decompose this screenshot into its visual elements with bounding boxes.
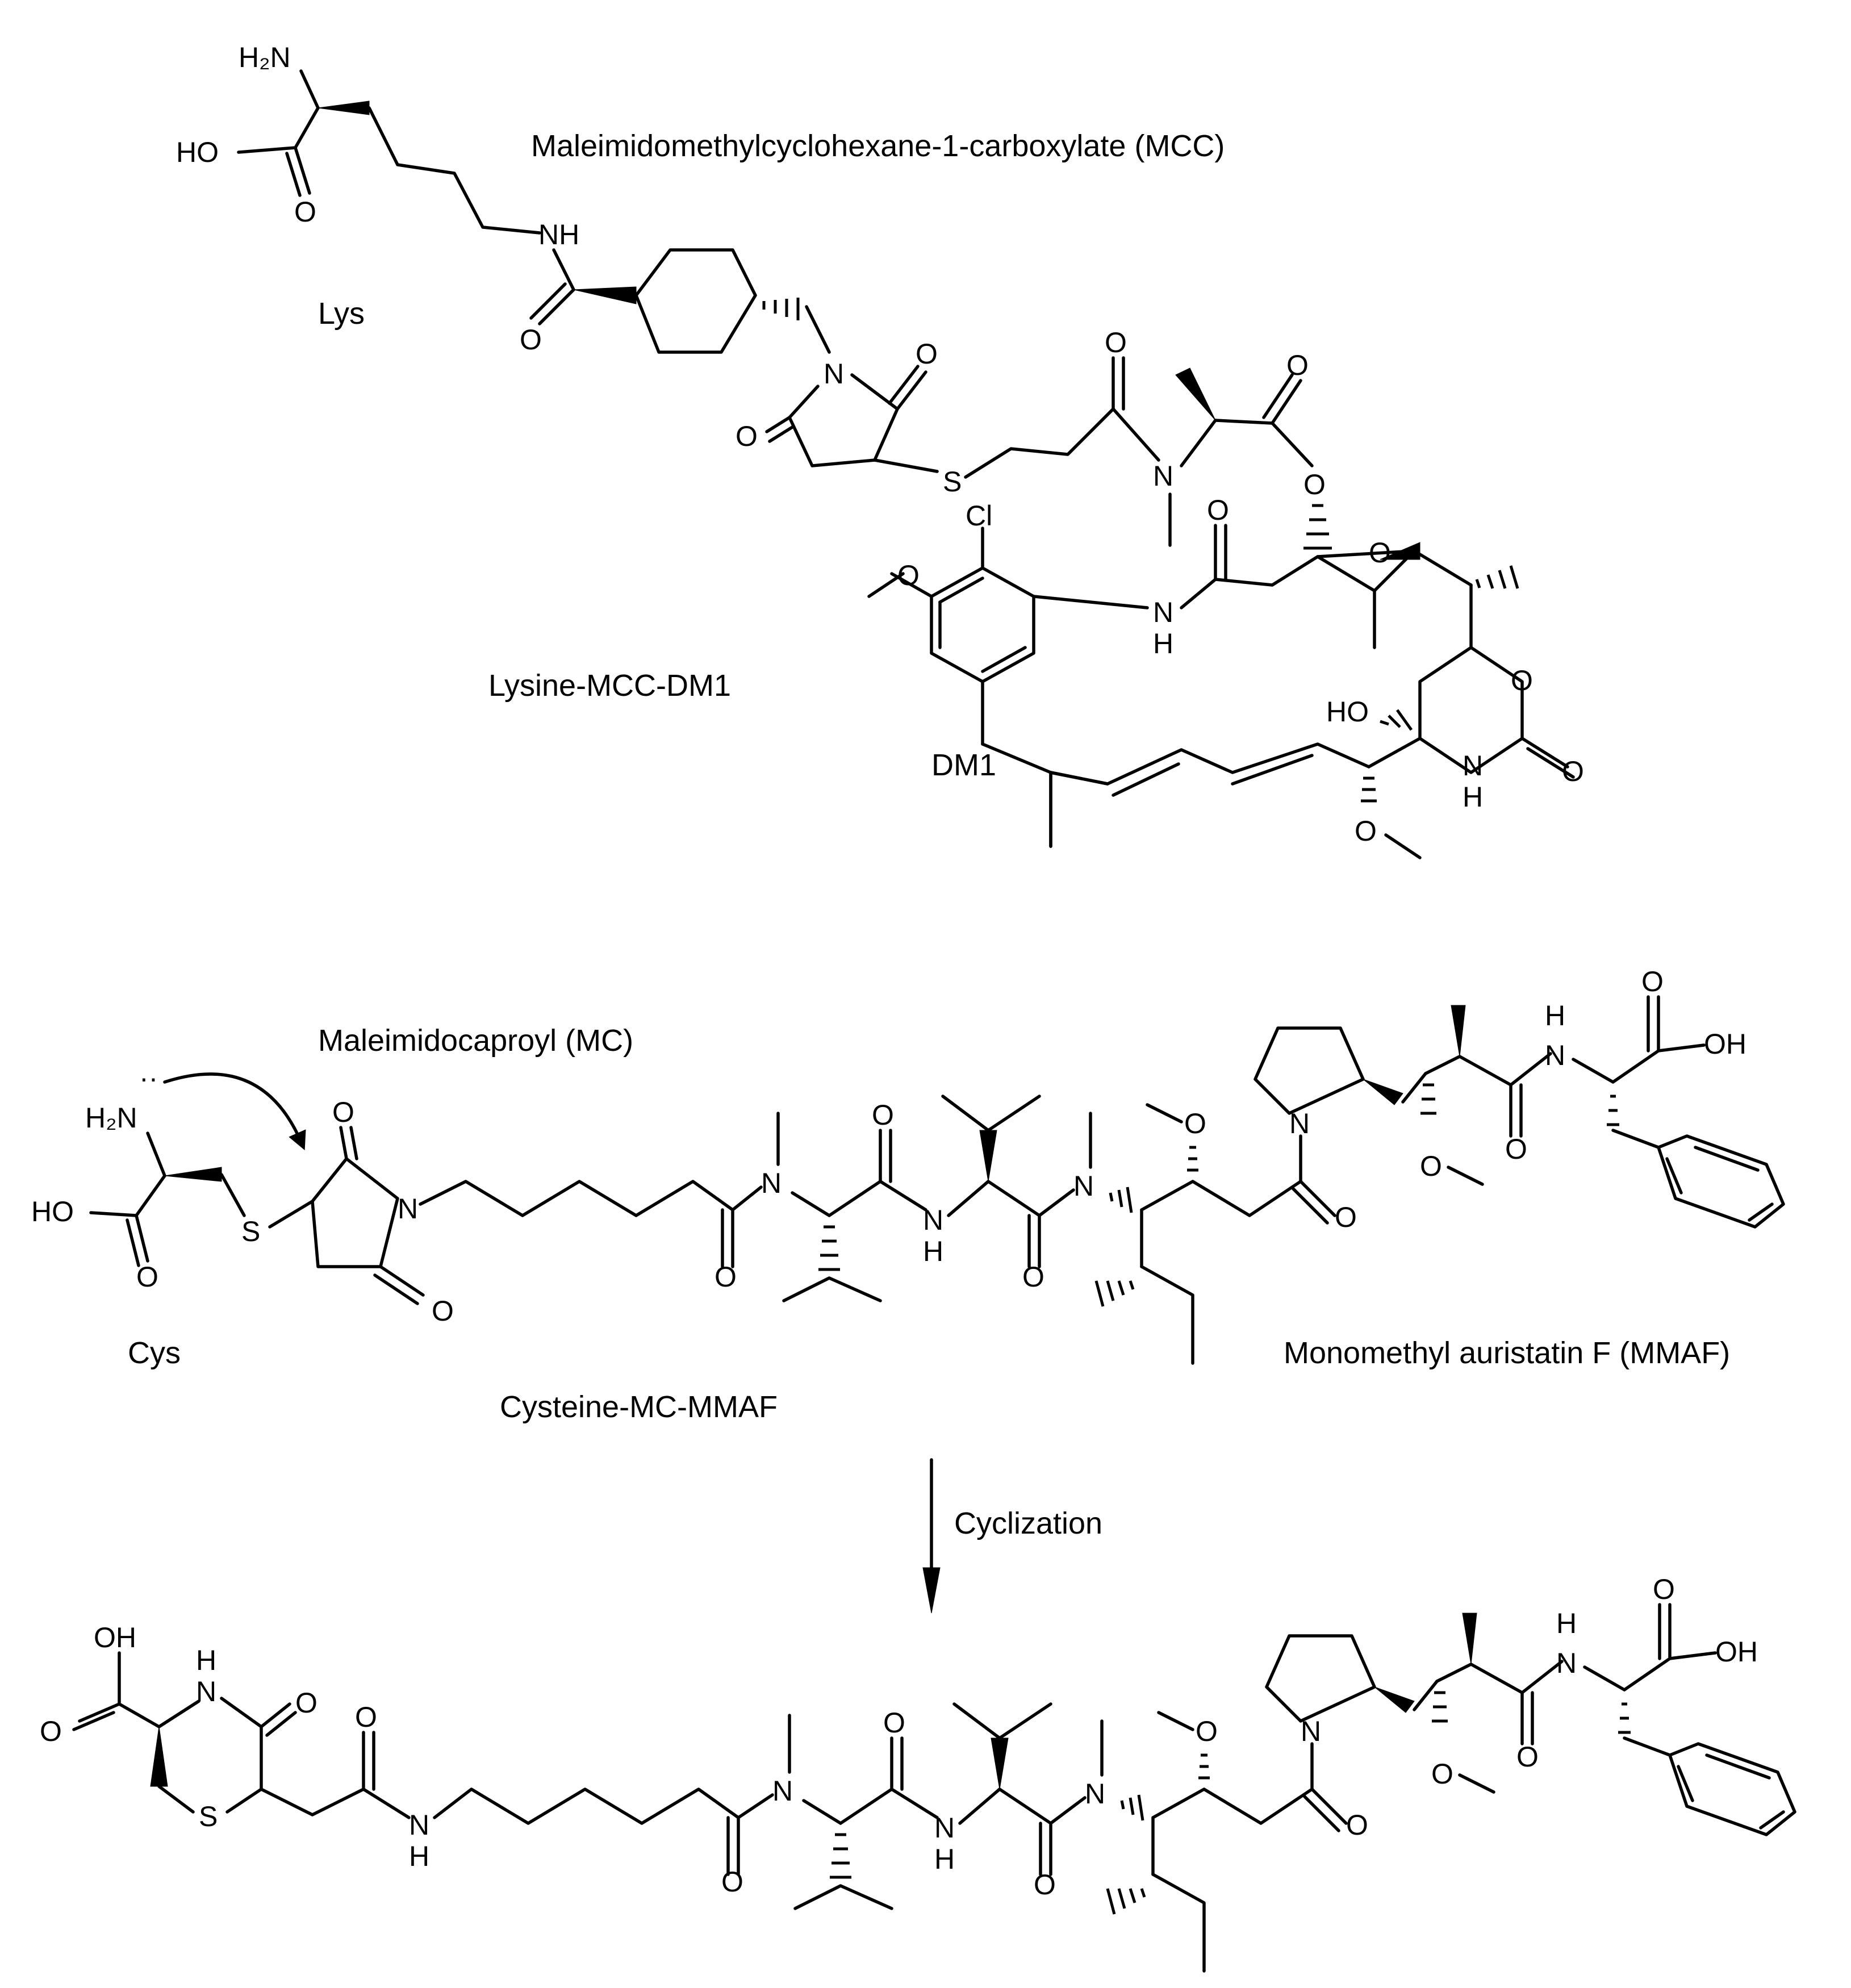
succinimide-ring-top: N O O S Maleimidomethylcyclohexane-1-car… bbox=[531, 129, 1225, 498]
product-n-methyl-2-label: N bbox=[1085, 1778, 1105, 1810]
caproyl-oxygen-label: O bbox=[715, 1261, 737, 1293]
ester-carbonyl-oxygen-label: O bbox=[1286, 349, 1309, 381]
val-nh-h-label: H bbox=[923, 1235, 943, 1267]
product-caproyl-oxygen-label: O bbox=[721, 1866, 743, 1898]
imide-nitrogen-label: N bbox=[824, 358, 844, 390]
cyclization-label: Cyclization bbox=[954, 1506, 1102, 1540]
epoxide-oxygen-label: O bbox=[1369, 537, 1391, 569]
phe-nh-h-label: H bbox=[1545, 1000, 1565, 1031]
imide-oxygen-1-label: O bbox=[916, 338, 938, 370]
cysteine-sulfur-label: S bbox=[241, 1216, 260, 1247]
dap-carbonyl-oxygen-label: O bbox=[1505, 1133, 1527, 1165]
val-nh-n-label: N bbox=[923, 1204, 943, 1236]
carbamate-ring-oxygen-label: O bbox=[1511, 665, 1533, 696]
val-oxygen-label: O bbox=[1022, 1261, 1044, 1293]
mmaf-n-methyl-2-label: N bbox=[1073, 1170, 1094, 1202]
carbamate-h-label: H bbox=[1463, 781, 1483, 813]
product-val-nh-h-label: H bbox=[934, 1843, 955, 1875]
product-meval-oxygen-label: O bbox=[883, 1707, 905, 1739]
product-hydroxyl-label: OH bbox=[94, 1622, 136, 1653]
product-phe-nh-n-label: N bbox=[1556, 1647, 1577, 1679]
thioether-sulfur-label: S bbox=[943, 466, 962, 498]
cysteine-mc-mmaf-structure: Maleimidocaproyl (MC) ·· H₂N S HO O Cys … bbox=[31, 966, 1785, 1424]
imide-oxygen-2-label: O bbox=[736, 420, 758, 452]
mc-imide-oxygen-1-label: O bbox=[332, 1096, 354, 1128]
dil-methoxy-oxygen-label: O bbox=[1184, 1108, 1206, 1139]
cysteine-carbonyl-oxygen-label: O bbox=[136, 1261, 158, 1293]
product-dap-carbonyl-oxygen-label: O bbox=[1516, 1741, 1539, 1773]
mc-imide-oxygen-2-label: O bbox=[432, 1295, 454, 1327]
phe-carbonyl-oxygen-label: O bbox=[1641, 966, 1664, 997]
mmaf-label: Monomethyl auristatin F (MMAF) bbox=[1284, 1336, 1730, 1370]
carbamate-carbonyl-oxygen-label: O bbox=[1562, 755, 1584, 787]
lysine-mcc-dm1-structure: H₂N HO O NH O Lys bbox=[176, 41, 1584, 859]
product-phe-carbonyl-oxygen-label: O bbox=[1653, 1573, 1675, 1605]
cyclized-product-structure: OH O N H O S O N H O N bbox=[40, 1573, 1796, 1973]
mc-label: Maleimidocaproyl (MC) bbox=[318, 1024, 633, 1058]
meval-oxygen-label: O bbox=[872, 1099, 894, 1131]
carboxyl-hydroxyl-label: HO bbox=[176, 136, 219, 168]
lone-pair-dots: ·· bbox=[139, 1062, 158, 1094]
dil-carbonyl-oxygen-label: O bbox=[1335, 1201, 1357, 1233]
ester-oxygen-label: O bbox=[1303, 469, 1326, 500]
carboxyl-oxygen-label: O bbox=[294, 196, 316, 228]
dm1-payload: O N H O O O N H HO bbox=[867, 494, 1584, 859]
cys-label: Cys bbox=[128, 1336, 181, 1370]
carbamate-nh-label: N bbox=[1463, 750, 1483, 782]
acetamide-nh-h-label: H bbox=[409, 1840, 429, 1872]
dap-methoxy-oxygen-label: O bbox=[1420, 1150, 1442, 1182]
acetamide-nh-n-label: N bbox=[409, 1809, 429, 1841]
ring-sulfur-label: S bbox=[199, 1801, 218, 1832]
cysteine-mc-mmaf-label: Cysteine-MC-MMAF bbox=[500, 1390, 778, 1424]
macrolactam-nh-label: N bbox=[1153, 596, 1173, 628]
cyclization-arrow: Cyclization bbox=[922, 1458, 1102, 1614]
mmaf-n-methyl-1-label: N bbox=[761, 1167, 782, 1199]
amide-nh-label: NH bbox=[538, 219, 579, 250]
mcc-label: Maleimidomethylcyclohexane-1-carboxylate… bbox=[531, 129, 1225, 163]
acetamide-oxygen-label: O bbox=[355, 1701, 377, 1733]
product-val-nh-n-label: N bbox=[934, 1812, 955, 1844]
methoxy-oxygen-dm1-label: O bbox=[1355, 815, 1377, 847]
amide-oxygen-top-label: O bbox=[1105, 327, 1127, 358]
ring-nh-n-label: N bbox=[196, 1676, 216, 1707]
phe-hydroxyl-label: OH bbox=[1704, 1028, 1746, 1060]
lysine-mcc-dm1-label: Lysine-MCC-DM1 bbox=[488, 669, 731, 703]
amide-nitrogen-top-label: N bbox=[1153, 460, 1173, 492]
ring-carbonyl-oxygen-label: O bbox=[295, 1687, 317, 1719]
product-phe-hydroxyl-label: OH bbox=[1715, 1636, 1758, 1668]
dm1-label: DM1 bbox=[931, 748, 996, 782]
lysine-residue: H₂N HO O NH O Lys bbox=[176, 41, 637, 356]
tertiary-hydroxyl-label: HO bbox=[1326, 696, 1369, 728]
product-val-oxygen-label: O bbox=[1034, 1869, 1056, 1901]
chlorine-label: Cl bbox=[966, 500, 992, 532]
cysteine-hydroxyl-label: HO bbox=[31, 1196, 74, 1227]
mealanine-chain: O N O O bbox=[964, 327, 1326, 547]
amide-oxygen-label: O bbox=[520, 324, 542, 356]
product-carboxyl-oxygen-label: O bbox=[40, 1715, 62, 1747]
amine-group-label: H₂N bbox=[239, 41, 291, 73]
product-dil-carbonyl-oxygen-label: O bbox=[1346, 1809, 1368, 1841]
ring-nh-h-label: H bbox=[196, 1644, 216, 1676]
product-n-methyl-1-label: N bbox=[772, 1775, 793, 1807]
phe-nh-n-label: N bbox=[1545, 1039, 1565, 1071]
product-dap-methoxy-oxygen-label: O bbox=[1431, 1758, 1453, 1790]
macrolactam-oxygen-label: O bbox=[1207, 494, 1229, 526]
product-dil-methoxy-oxygen-label: O bbox=[1196, 1715, 1218, 1747]
cyclohexane-ring bbox=[634, 248, 831, 354]
macrolactam-h-label: H bbox=[1153, 628, 1173, 659]
product-phe-nh-h-label: H bbox=[1556, 1607, 1577, 1639]
cysteine-amine-label: H₂N bbox=[85, 1102, 137, 1134]
lys-label: Lys bbox=[318, 296, 365, 331]
mc-imide-nitrogen-label: N bbox=[398, 1193, 418, 1225]
